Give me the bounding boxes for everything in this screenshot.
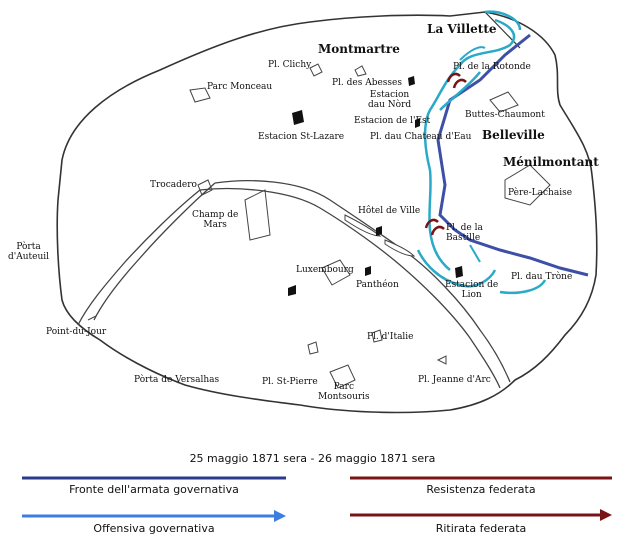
label-menilmontant: Ménilmontant [503,155,599,169]
label-point-du-jour: Point-du-Jour [46,327,107,337]
legend-front-label: Fronte dell'armata governativa [69,483,239,496]
label-estacion-st-lazare: Estacion St-Lazare [258,132,345,142]
label-parc-montsouris: Parc Montsouris [318,382,370,402]
label-pl-chateau-eau: Pl. dau Chateau d'Eau [370,132,472,142]
label-estacion-nord: Estacion dau Nòrd [368,90,412,110]
label-buttes-chaumont: Buttes-Chaumont [465,110,545,120]
legend-resistance-label: Resistenza federata [426,483,536,496]
label-porta-versalhas: Pòrta de Versalhas [134,375,220,385]
fed-resistance-marker [446,72,461,83]
buttes-chaumont-shape [489,91,519,113]
montsouris-shape [329,364,356,389]
label-montmartre: Montmartre [318,42,400,56]
legend-offensive-label: Offensiva governativa [93,522,215,535]
label-pl-abesses: Pl. des Abesses [332,78,402,88]
label-pl-jeanne-arc: Pl. Jeanne d'Arc [418,375,491,385]
label-hotel-de-ville: Hôtel de Ville [358,206,421,216]
label-estacion-est: Estacion de l'Est [354,116,431,126]
label-belleville: Belleville [482,128,545,142]
label-la-villette: La Villette [427,22,497,36]
pere-lachaise-shape [504,164,551,206]
st-lazare-block [292,110,304,125]
label-pl-bastille: Pl. de la Bastille [446,223,483,243]
label-estacion-lion: Estacion de Lion [445,280,499,300]
label-luxembourg: Luxembourg [296,265,354,275]
label-pl-italie: Pl. d'Italie [367,332,414,342]
legend-graphics [22,476,612,522]
legend-title: 25 maggio 1871 sera - 26 maggio 1871 ser… [189,452,436,465]
paris-map [56,10,598,414]
label-pl-st-pierre: Pl. St-Pierre [262,377,318,387]
gov-offensive-path [423,18,516,271]
label-parc-monceau: Parc Monceau [207,82,273,92]
parc-monceau-shape [189,87,211,103]
fed-resistance-marker [424,218,439,229]
label-champ-de-mars: Champ de Mars [192,210,239,230]
label-pl-trone: Pl. dau Tròne [511,272,573,282]
label-pl-clichy: Pl. Clichy [268,60,312,70]
label-porta-auteuil: Pòrta d'Auteuil [8,242,50,262]
label-pantheon: Panthéon [356,280,399,290]
luxembourg-shape [321,259,351,286]
label-pere-lachaise: Père-Lachaise [508,188,573,198]
label-trocadero: Trocadero [150,180,197,190]
gov-front-line [436,33,589,277]
champ-de-mars-shape [244,189,271,241]
legend-retreat-label: Ritirata federata [435,522,527,535]
label-pl-rotonde: Pl. de la Rotonde [453,62,531,72]
